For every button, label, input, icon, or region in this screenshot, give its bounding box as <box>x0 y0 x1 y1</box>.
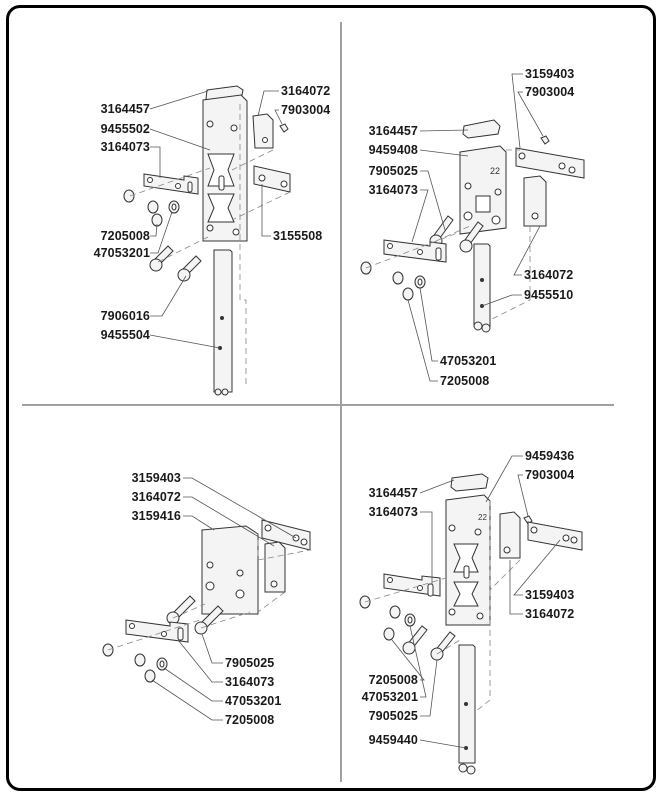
q3-block-3159416 <box>201 525 259 615</box>
q2-label-7905025: 7905025 <box>368 164 418 178</box>
diagram-frame <box>6 5 656 791</box>
q2-screw-7205008 <box>402 287 414 301</box>
q2-bar-9455510 <box>473 243 491 327</box>
q4-label-3164457: 3164457 <box>368 486 418 500</box>
q4-parts: 22 <box>359 473 583 775</box>
q1-bar-9455504 <box>213 249 233 393</box>
q2-clip-3164457 <box>462 119 501 139</box>
q4-label-7903004: 7903004 <box>525 468 575 482</box>
q1-screw-b <box>147 200 159 214</box>
q4-label-9459440: 9459440 <box>368 733 418 747</box>
q2-label-3159403: 3159403 <box>525 67 575 81</box>
q1-label-9455504: 9455504 <box>100 328 150 342</box>
q1-label-3164073: 3164073 <box>100 140 150 154</box>
svg-text:22: 22 <box>490 166 500 176</box>
q3-label-3159416: 3159416 <box>131 509 181 523</box>
q4-label-9459436: 9459436 <box>525 449 575 463</box>
q4-label-3164073: 3164073 <box>368 505 418 519</box>
q4-clip-3164457 <box>450 473 489 492</box>
q3-label-7905025: 7905025 <box>225 656 275 670</box>
q4-label-3159403: 3159403 <box>525 588 575 602</box>
q2-label-9455510: 9455510 <box>524 288 574 302</box>
assembly-axis-lines <box>107 104 531 713</box>
q1-label-47053201: 47053201 <box>93 246 150 260</box>
svg-text:22: 22 <box>478 513 487 522</box>
q2-label-47053201: 47053201 <box>440 354 497 368</box>
q2-parts: 22 <box>360 119 585 333</box>
q1-label-3164072: 3164072 <box>281 84 331 98</box>
q1-screw-a <box>123 189 135 203</box>
q4-screw-7205008 <box>383 627 395 641</box>
horizontal-divider <box>22 404 614 406</box>
q3-screw-7205008 <box>144 669 156 683</box>
q4-label-47053201: 47053201 <box>361 690 418 704</box>
q3-label-3159403: 3159403 <box>131 471 181 485</box>
q3-label-7205008: 7205008 <box>225 713 275 727</box>
q2-label-3164073: 3164073 <box>368 183 418 197</box>
q1-label-3155508: 3155508 <box>273 229 323 243</box>
q2-label-9459408: 9459408 <box>368 143 418 157</box>
q2-label-3164457: 3164457 <box>368 124 418 138</box>
q4-bracket-3164072 <box>499 511 521 559</box>
q1-strap-3164073 <box>143 173 199 195</box>
q1-label-7903004: 7903004 <box>281 103 331 117</box>
q2-label-7205008: 7205008 <box>440 374 490 388</box>
q4-label-7905025: 7905025 <box>368 709 418 723</box>
q3-bracket-3164072 <box>264 541 286 593</box>
q2-screw-7903004 <box>540 135 550 145</box>
q1-label-3164457: 3164457 <box>100 102 150 116</box>
q2-label-7903004: 7903004 <box>525 85 575 99</box>
q4-label-3164072: 3164072 <box>525 607 575 621</box>
leader-lines <box>149 73 561 749</box>
q2-rail-3159403 <box>515 147 585 179</box>
q1-label-9455502: 9455502 <box>100 122 150 136</box>
q1-bracket-3164072 <box>252 113 274 149</box>
q2-plate-9459408 <box>459 145 507 235</box>
q2-bracket-3164072 <box>523 175 547 227</box>
q2-label-3164072: 3164072 <box>524 268 574 282</box>
q1-label-7205008: 7205008 <box>100 229 150 243</box>
q3-label-47053201: 47053201 <box>225 694 282 708</box>
q3-parts <box>102 519 311 683</box>
q4-strap-3164073 <box>383 573 441 597</box>
q3-label-3164073: 3164073 <box>225 675 275 689</box>
q1-parts <box>123 85 291 396</box>
q2-strap-3164073 <box>383 239 447 263</box>
q4-rail-3159403 <box>527 521 583 551</box>
q1-screw-7903004 <box>279 123 289 133</box>
q4-label-7205008: 7205008 <box>368 673 418 687</box>
vertical-divider <box>340 22 342 782</box>
q3-label-3164072: 3164072 <box>131 490 181 504</box>
q1-label-7906016: 7906016 <box>100 309 150 323</box>
